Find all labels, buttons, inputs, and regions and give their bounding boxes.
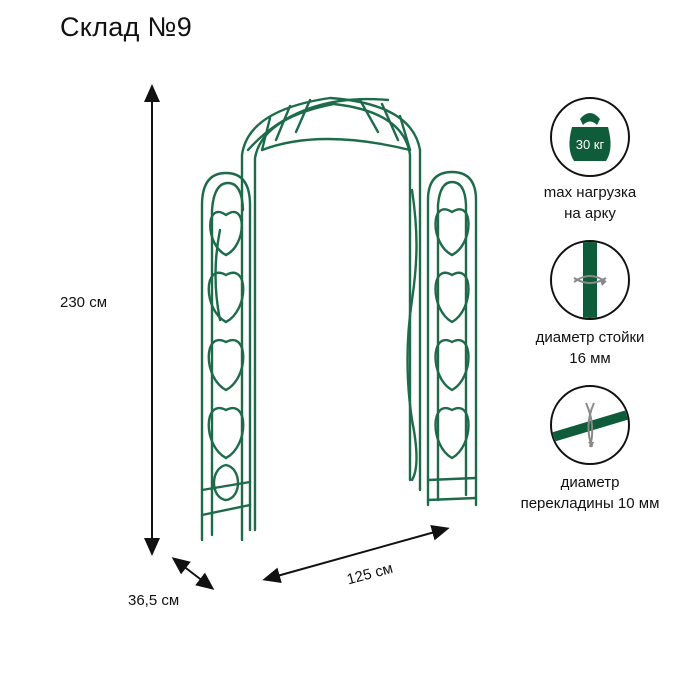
post-diameter-label-line2: 16 мм bbox=[569, 350, 611, 367]
crossbar-diameter-label-line1: диаметр bbox=[560, 474, 620, 491]
weight-label-line2: на арку bbox=[564, 205, 616, 222]
weight-icon-badge: 30 кг bbox=[550, 97, 630, 177]
height-label: 230 см bbox=[60, 294, 108, 311]
weight-label: max нагрузка на арку bbox=[500, 182, 680, 224]
width-arrow bbox=[262, 524, 450, 584]
crossbar-diameter-badge bbox=[550, 385, 630, 465]
depth-arrow bbox=[171, 557, 215, 590]
weight-icon bbox=[569, 113, 611, 161]
weight-label-line1: max нагрузка bbox=[543, 184, 637, 201]
post-diameter-label-line1: диаметр стойки bbox=[535, 329, 645, 346]
crossbar-diameter-label: диаметр перекладины 10 мм bbox=[500, 472, 680, 514]
product-title: Склад №9 bbox=[60, 12, 193, 42]
post-diameter-icon bbox=[573, 242, 607, 318]
post-diameter-badge bbox=[550, 240, 630, 320]
depth-label: 36,5 см bbox=[128, 592, 180, 609]
crossbar-diameter-icon bbox=[552, 402, 628, 448]
post-diameter-label: диаметр стойки 16 мм bbox=[500, 327, 680, 369]
weight-badge-text: 30 кг bbox=[575, 137, 605, 152]
crossbar-diameter-label-line2: перекладины 10 мм bbox=[520, 495, 660, 512]
